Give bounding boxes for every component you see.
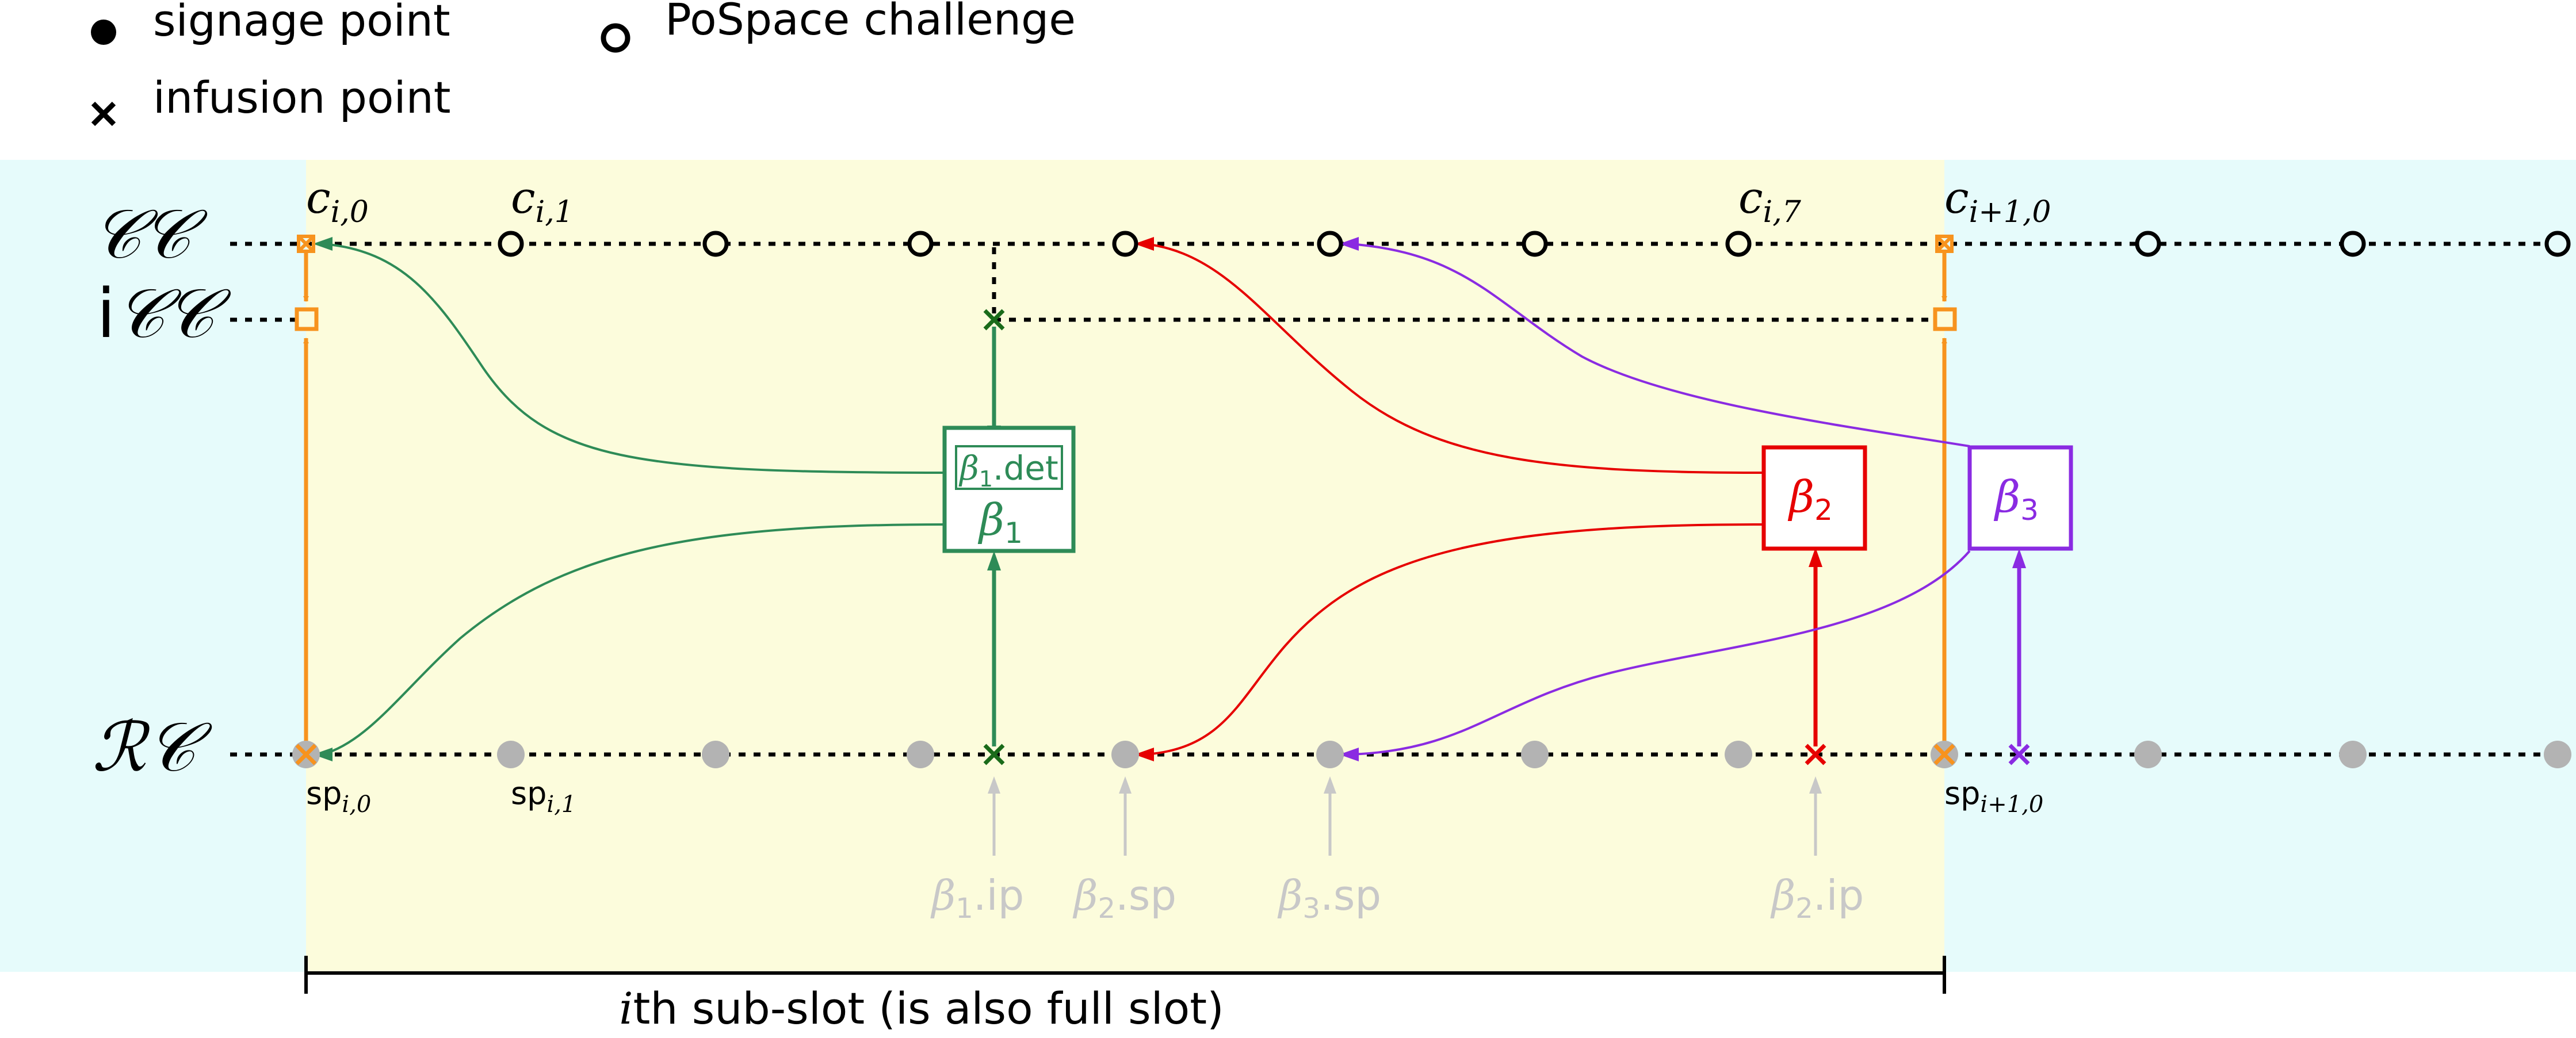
pospace-challenge-icon: [2340, 231, 2366, 257]
rc-boundary-marker-right: [1931, 741, 1958, 768]
red-arrowhead-rc: [1134, 748, 1154, 761]
purple-curve-b3-to-rc: [1349, 550, 1971, 756]
pospace-challenge-icon: [1725, 231, 1752, 257]
pointer-arrows: [992, 788, 1817, 856]
red-curve-b2-to-rc: [1144, 523, 1764, 756]
legend-signage-point-icon: [91, 20, 116, 45]
block-beta3: β3: [1967, 445, 2073, 551]
green-curve-b1-to-rc: [322, 523, 945, 756]
pospace-challenge-icon: [1112, 231, 1138, 257]
rc-boundary-marker-left: [292, 741, 320, 768]
challenge-label-c-i0: ci,0: [306, 172, 369, 229]
purple-arrowhead-cc: [1339, 237, 1359, 251]
green-arrowhead-cc: [313, 237, 332, 251]
subslot-brace: [304, 956, 1946, 994]
block-beta1-label: β1: [977, 494, 1023, 550]
block-beta3-box: [1967, 445, 2073, 551]
block-beta1-det-label: β1.det: [958, 449, 1058, 492]
red-arrowhead-cc: [1134, 237, 1154, 251]
pospace-challenge-icon: [498, 231, 524, 257]
icc-box-right: [1933, 307, 1957, 331]
challenge-label-c-i1: ci,1: [511, 172, 574, 229]
red-curve-b2-to-cc: [1144, 243, 1764, 474]
signage-point-icon: [1316, 741, 1344, 768]
purple-arrowhead-b3-bottom: [2012, 549, 2026, 568]
signage-point-icon: [702, 741, 729, 768]
sp-label-i0: spi,0: [306, 775, 371, 818]
signage-point-icon: [907, 741, 934, 768]
pospace-challenge-icon: [2135, 231, 2161, 257]
pospace-challenge-icon: [2544, 231, 2571, 257]
signage-point-icon: [2544, 741, 2571, 768]
legend-infusion-point-label: infusion point: [153, 72, 451, 123]
pointer-label-b2-sp: β2.sp: [1072, 871, 1176, 925]
legend: signage point infusion point PoSpace cha…: [91, 0, 1076, 127]
signage-point-icon: [1521, 741, 1549, 768]
subslot-label: ith sub-slot (is also full slot): [619, 983, 1224, 1034]
challenge-label-c-i7: ci,7: [1738, 172, 1802, 229]
purple-arrowhead-rc: [1339, 748, 1359, 761]
rc-chain-label: ℛ𝒞: [92, 707, 212, 787]
rc-infusion-point-b2: [1805, 744, 1826, 765]
block-beta1-det-box: [955, 445, 1063, 490]
signage-point-icon: [1725, 741, 1752, 768]
pointer-label-b2-ip: β2.ip: [1770, 871, 1864, 925]
signage-point-icon: [2134, 741, 2162, 768]
rc-signage-points: [497, 741, 2571, 768]
cc-chain-label: 𝒞𝒞: [92, 194, 208, 274]
green-arrowhead-rc: [313, 748, 332, 761]
rc-infusion-point-b3: [2008, 744, 2030, 765]
signage-point-icon: [1111, 741, 1139, 768]
cc-boundary-marker-left: [297, 235, 315, 253]
cc-pospace-challenges: [498, 231, 1752, 257]
block-beta2-label: β2: [1787, 471, 1833, 527]
block-beta3-label: β3: [1993, 471, 2039, 527]
block-beta2-box: [1761, 445, 1867, 551]
icc-infusion-point-icon: [983, 309, 1005, 331]
signage-point-icon: [2339, 741, 2367, 768]
legend-signage-point-label: signage point: [153, 0, 450, 46]
green-arrowhead-b1-bottom: [987, 551, 1001, 570]
pointer-label-b3-sp: β3.sp: [1277, 871, 1381, 925]
block-beta1: β1.det β1: [942, 426, 1076, 553]
sp-label-i1: spi,1: [511, 775, 576, 818]
legend-infusion-point-icon: [91, 101, 116, 127]
pointer-arrowheads: [988, 776, 1822, 794]
icc-chain-label: i𝒞𝒞: [97, 274, 231, 353]
cc-boundary-marker-right: [1935, 235, 1954, 253]
icc-box-left: [295, 307, 319, 331]
green-curve-b1det-to-cc: [322, 243, 945, 474]
pospace-challenge-icon: [907, 231, 934, 257]
pospace-challenge-icon: [702, 231, 729, 257]
cc-pospace-challenges-next: [2135, 231, 2571, 257]
pointer-label-b1-ip: β1.ip: [930, 871, 1025, 925]
red-arrowhead-b2-bottom: [1809, 547, 1822, 567]
legend-pospace-challenge-label: PoSpace challenge: [665, 0, 1076, 45]
signage-point-icon: [497, 741, 525, 768]
legend-pospace-challenge-icon: [601, 23, 630, 53]
sp-label-next: spi+1,0: [1944, 775, 2043, 818]
block-beta2: β2: [1761, 445, 1867, 551]
purple-curve-b3-to-cc: [1349, 243, 1970, 447]
rc-infusion-point-b1: [983, 744, 1005, 765]
challenge-label-c-next: ci+1,0: [1944, 172, 2051, 229]
pospace-challenge-icon: [1522, 231, 1548, 257]
pospace-challenge-icon: [1317, 231, 1343, 257]
